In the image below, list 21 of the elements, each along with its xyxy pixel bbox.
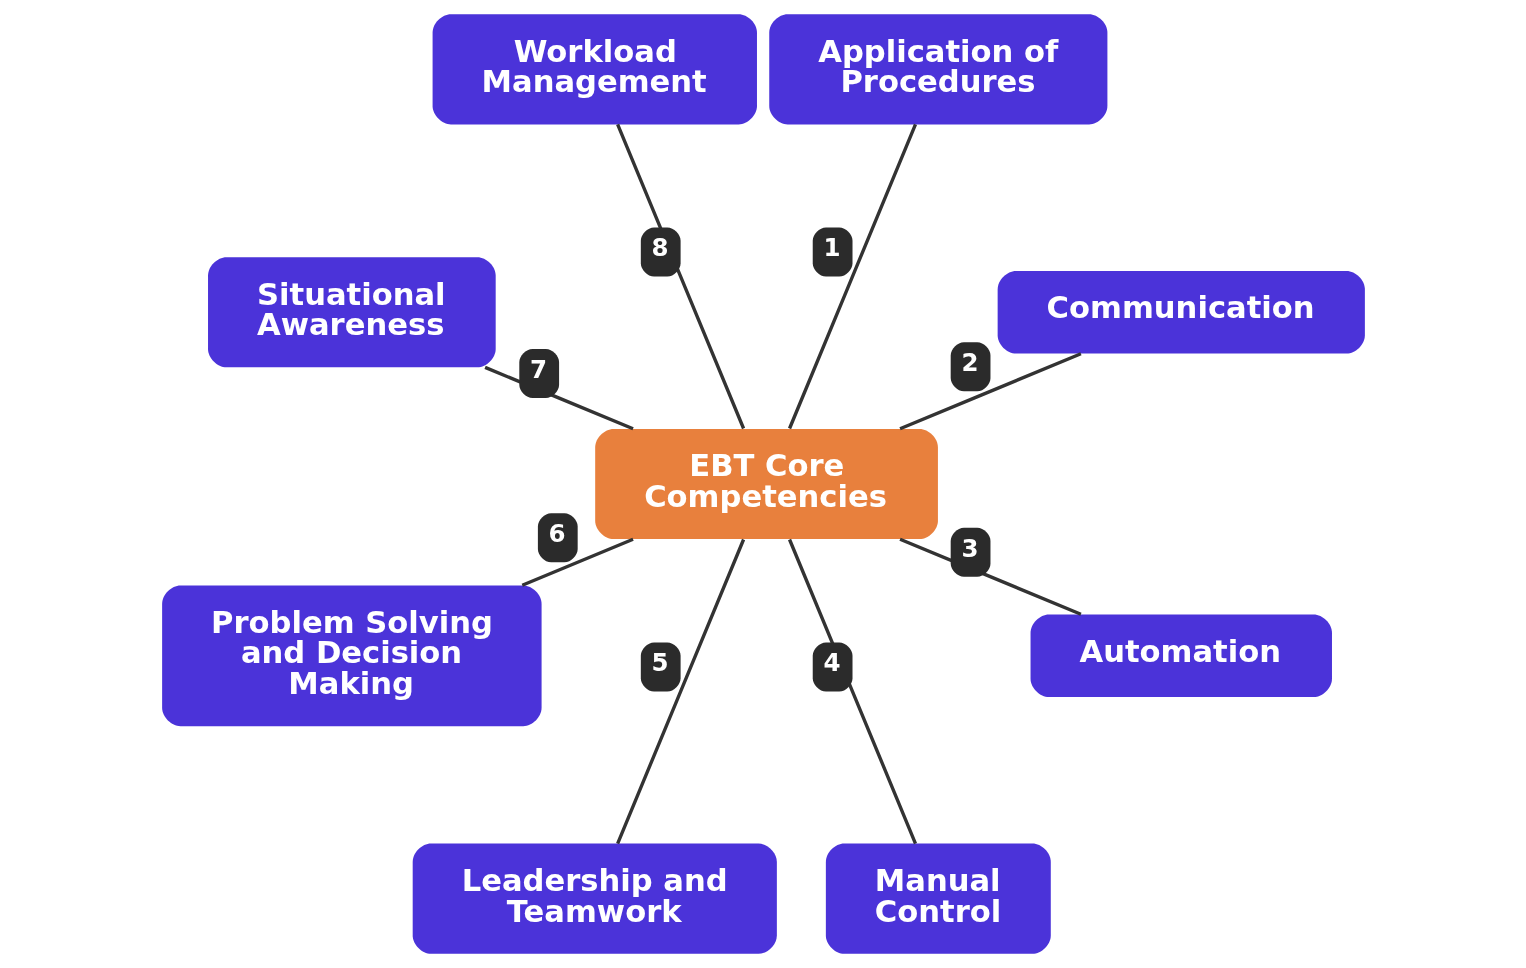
node-box: Workload Management: [432, 14, 757, 125]
edge-label: 7: [529, 354, 547, 384]
connector: [898, 352, 1082, 431]
node-box: EBT Core Competencies: [594, 428, 938, 540]
edge-label: 6: [548, 519, 566, 549]
edge-label: 8: [651, 233, 669, 263]
edge-label: 1: [822, 233, 840, 263]
edge-label: 3: [960, 533, 978, 563]
node-box: Leadership and Teamwork: [412, 843, 777, 954]
node-box: Problem Solving and Decision Making: [161, 585, 542, 727]
node-box: Situational Awareness: [207, 257, 496, 368]
connector: [521, 537, 634, 587]
edge-label: 2: [960, 348, 978, 378]
node-box: Application of Procedures: [768, 14, 1107, 125]
node-box: Manual Control: [825, 843, 1051, 954]
connector: [615, 538, 745, 845]
node-box: Communication: [997, 270, 1365, 354]
edge-label: 5: [651, 648, 669, 678]
connector: [787, 123, 917, 430]
node-box: Automation: [1030, 614, 1332, 698]
edge-label: 4: [822, 648, 840, 678]
